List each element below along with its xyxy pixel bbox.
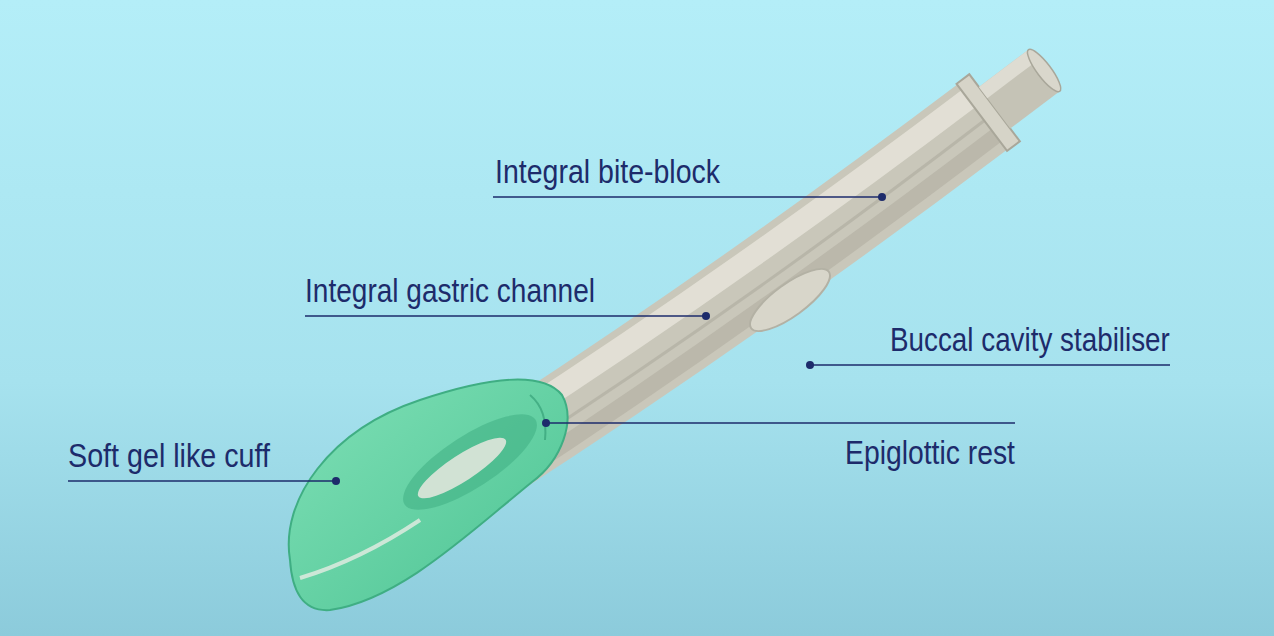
leader-line	[305, 315, 704, 317]
leader-line	[68, 480, 334, 482]
part-label: Buccal cavity stabiliser	[890, 321, 1170, 359]
leader-dot	[332, 477, 340, 485]
gel-cuff	[289, 379, 568, 610]
part-label: Epiglottic rest	[845, 434, 1015, 472]
leader-line	[548, 422, 1015, 424]
leader-dot	[806, 361, 814, 369]
part-label: Soft gel like cuff	[68, 437, 270, 475]
leader-line	[812, 364, 1170, 366]
part-label: Integral gastric channel	[305, 272, 595, 310]
leader-lines	[68, 197, 1170, 481]
leader-dot	[542, 419, 550, 427]
stabiliser-shape	[742, 259, 838, 341]
leader-dot	[878, 193, 886, 201]
leader-line	[493, 196, 880, 198]
leader-dot	[702, 312, 710, 320]
leader-dots	[332, 193, 886, 485]
part-label: Integral bite-block	[495, 153, 720, 191]
tube-connector	[957, 33, 1075, 151]
